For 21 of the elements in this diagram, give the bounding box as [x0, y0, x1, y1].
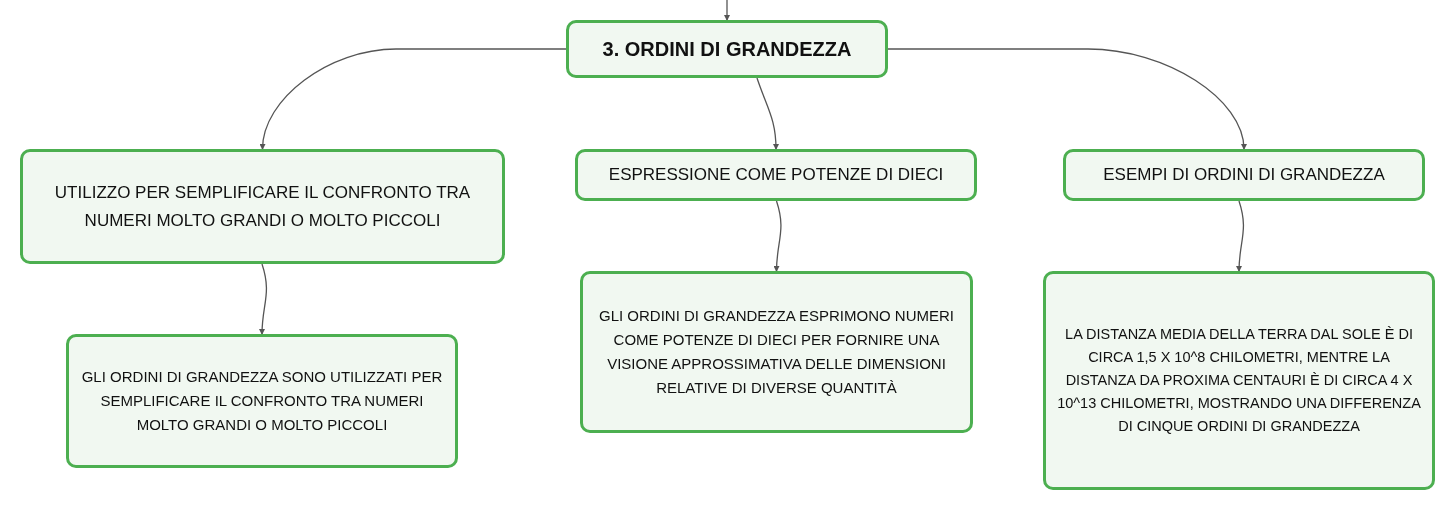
arrow: [773, 200, 782, 272]
arrow: [1236, 200, 1245, 272]
concept-text: UTILIZZO PER SEMPLIFICARE IL CONFRONTO TRA NUMERI MOLTO GRANDI O MOLTO PICCOLI: [53, 182, 472, 232]
concept-box: [20, 149, 505, 264]
arrow: [724, 0, 730, 21]
arrow: [259, 263, 268, 335]
concept-box: [1043, 271, 1435, 490]
arrow: [887, 48, 1247, 150]
topic-title: 3. ORDINI DI GRANDEZZA: [602, 37, 852, 62]
concept-text: GLI ORDINI DI GRANDEZZA ESPRIMONO NUMERI COME POTENZE DI DIECI PER FORNIRE UNA VISIONE APPROSSIMATIVA DELLE DIMENSIONI RELATIVE DI DIVERSE QUANTITÀ: [597, 306, 955, 398]
concept-box: [580, 271, 973, 433]
concept-box: [66, 334, 458, 468]
topic-box: [566, 20, 888, 78]
concept-text: LA DISTANZA MEDIA DELLA TERRA DAL SOLE È DI CIRCA 1,5 X 10^8 CHILOMETRI, MENTRE LA DISTANZA DA PROXIMA CENTAURI È DI CIRCA 4 X 10^13 CHILOMETRI, MOSTRANDO UNA DIFFERENZA DI CINQUE ORDINI DI GRANDEZZA: [1056, 324, 1422, 437]
concept-text: GLI ORDINI DI GRANDEZZA SONO UTILIZZATI PER SEMPLIFICARE IL CONFRONTO TRA NUMERI MOLTO GRANDI O MOLTO PICCOLI: [80, 367, 444, 435]
arrow: [756, 77, 779, 150]
concept-text: ESEMPI DI ORDINI DI GRANDEZZA: [1103, 164, 1385, 187]
concept-box: [1063, 149, 1425, 201]
concept-box: [575, 149, 977, 201]
concept-text: ESPRESSIONE COME POTENZE DI DIECI: [608, 164, 944, 187]
arrow: [260, 48, 567, 150]
